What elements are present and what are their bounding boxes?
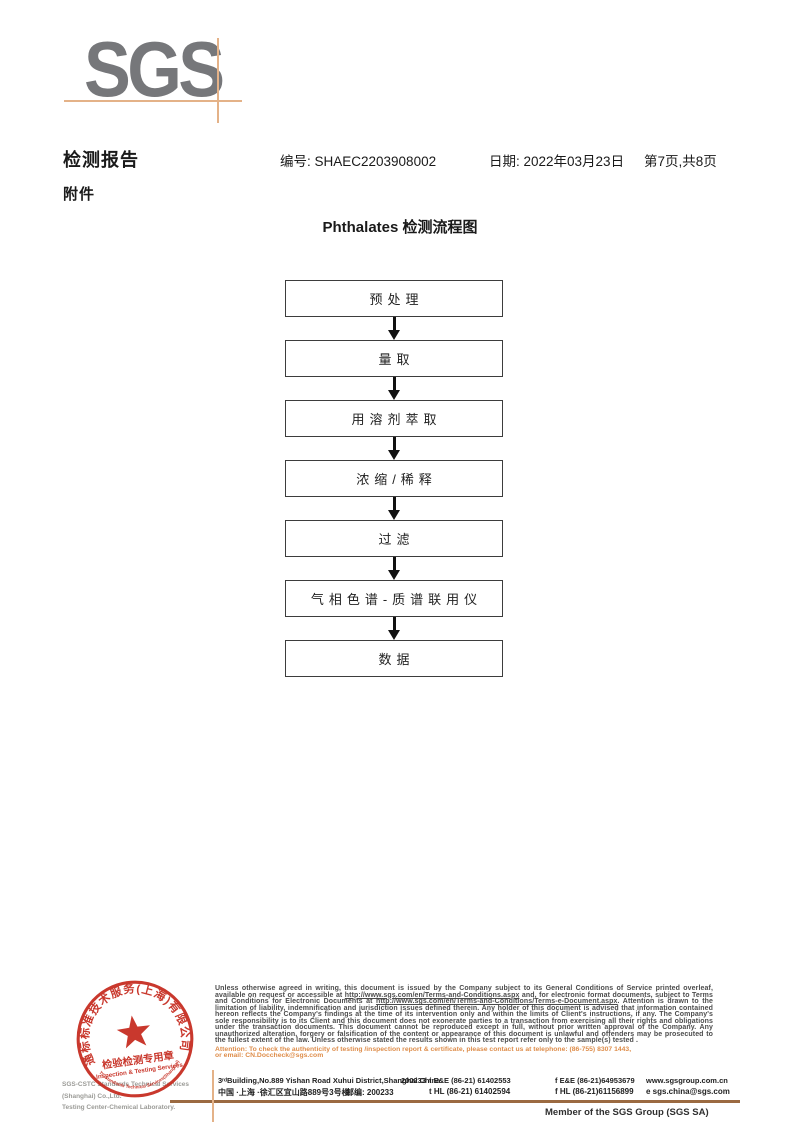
- attention-line-2: or email: CN.Doccheck@sgs.com: [215, 1052, 324, 1060]
- company-stamp: 通标标准技术服务(上海)有限公司 检验检测专用章 Inspection & Te…: [73, 977, 195, 1098]
- company-line-2: Testing Center-Chemical Laboratory.: [62, 1104, 176, 1111]
- footer-rule: [170, 1100, 740, 1103]
- report-title: 检测报告: [63, 150, 139, 170]
- attention-line-1: Attention: To check the authenticity of …: [215, 1045, 632, 1053]
- tel-en: t E&E (86-21) 61402553: [429, 1076, 511, 1085]
- logo-crosshair-vertical: [217, 38, 219, 123]
- flow-step-3: 用溶剂萃取: [285, 400, 503, 437]
- flow-step-4: 浓缩/稀释: [285, 460, 503, 497]
- address-row-en: 3ʳᵈBuilding,No.889 Yishan Road Xuhui Dis…: [218, 1076, 738, 1087]
- flow-step-6: 气相色谱-质谱联用仪: [285, 580, 503, 617]
- zip-en: 200233: [401, 1076, 427, 1085]
- company-line-1: SGS-CSTC Standards Technical Services (S…: [62, 1081, 190, 1100]
- tel-cn: t HL (86-21) 61402594: [429, 1087, 511, 1096]
- legal-part-3: . Attention is drawn to the limitation o…: [215, 998, 713, 1044]
- address-cn: 中国 ·上海 ·徐汇区宜山路889号3号楼: [218, 1088, 350, 1097]
- logo-crosshair-horizontal: [64, 100, 242, 102]
- flow-arrow-icon: [285, 437, 503, 460]
- flowchart: 预处理 量取 用溶剂萃取 浓缩/稀释 过滤 气相色谱-质谱联用仪 数据: [285, 280, 503, 677]
- flow-step-2: 量取: [285, 340, 503, 377]
- address-en: 3ʳᵈBuilding,No.889 Yishan Road Xuhui Dis…: [218, 1076, 441, 1085]
- report-number: 编号: SHAEC2203908002: [280, 154, 437, 169]
- website: www.sgsgroup.com.cn: [646, 1076, 728, 1085]
- flow-arrow-icon: [285, 497, 503, 520]
- report-date: 日期: 2022年03月23日: [489, 154, 625, 169]
- flowchart-title: Phthalates 检测流程图: [322, 219, 478, 236]
- flow-step-7: 数据: [285, 640, 503, 677]
- flow-arrow-icon: [285, 557, 503, 580]
- zip-cn: 邮编: 200233: [346, 1088, 394, 1097]
- address-row-cn: 中国 ·上海 ·徐汇区宜山路889号3号楼 邮编: 200233 t HL (8…: [218, 1087, 738, 1098]
- footer-fineprint: Unless otherwise agreed in writing, this…: [215, 985, 714, 1060]
- email: e sgs.china@sgs.com: [646, 1087, 730, 1096]
- terms-e-document-url: http://www.sgs.com/en/Terms-and-Conditio…: [375, 998, 618, 1005]
- footer-crosshair-vertical: [212, 1070, 214, 1122]
- legal-part-1: Unless otherwise agreed in writing, this…: [215, 985, 713, 999]
- flow-step-5: 过滤: [285, 520, 503, 557]
- fax-cn: f HL (86-21)61156899: [555, 1087, 634, 1096]
- legal-text: Unless otherwise agreed in writing, this…: [215, 985, 714, 1045]
- flow-arrow-icon: [285, 617, 503, 640]
- member-note: Member of the SGS Group (SGS SA): [545, 1107, 709, 1118]
- attachment-label: 附件: [63, 186, 96, 203]
- flow-arrow-icon: [285, 317, 503, 340]
- footer-company-name: SGS-CSTC Standards Technical Services (S…: [62, 1079, 212, 1114]
- stamp-star-icon: [116, 1015, 150, 1049]
- fax-en: f E&E (86-21)64953679: [555, 1076, 635, 1085]
- legal-part-2: and, for electronic format documents, su…: [215, 991, 714, 1005]
- terms-url: http://www.sgs.com/en/Terms-and-Conditio…: [344, 991, 520, 999]
- sgs-logo: SGS: [84, 25, 225, 113]
- flow-arrow-icon: [285, 377, 503, 400]
- page-indicator: 第7页,共8页: [644, 154, 717, 169]
- flow-step-1: 预处理: [285, 280, 503, 317]
